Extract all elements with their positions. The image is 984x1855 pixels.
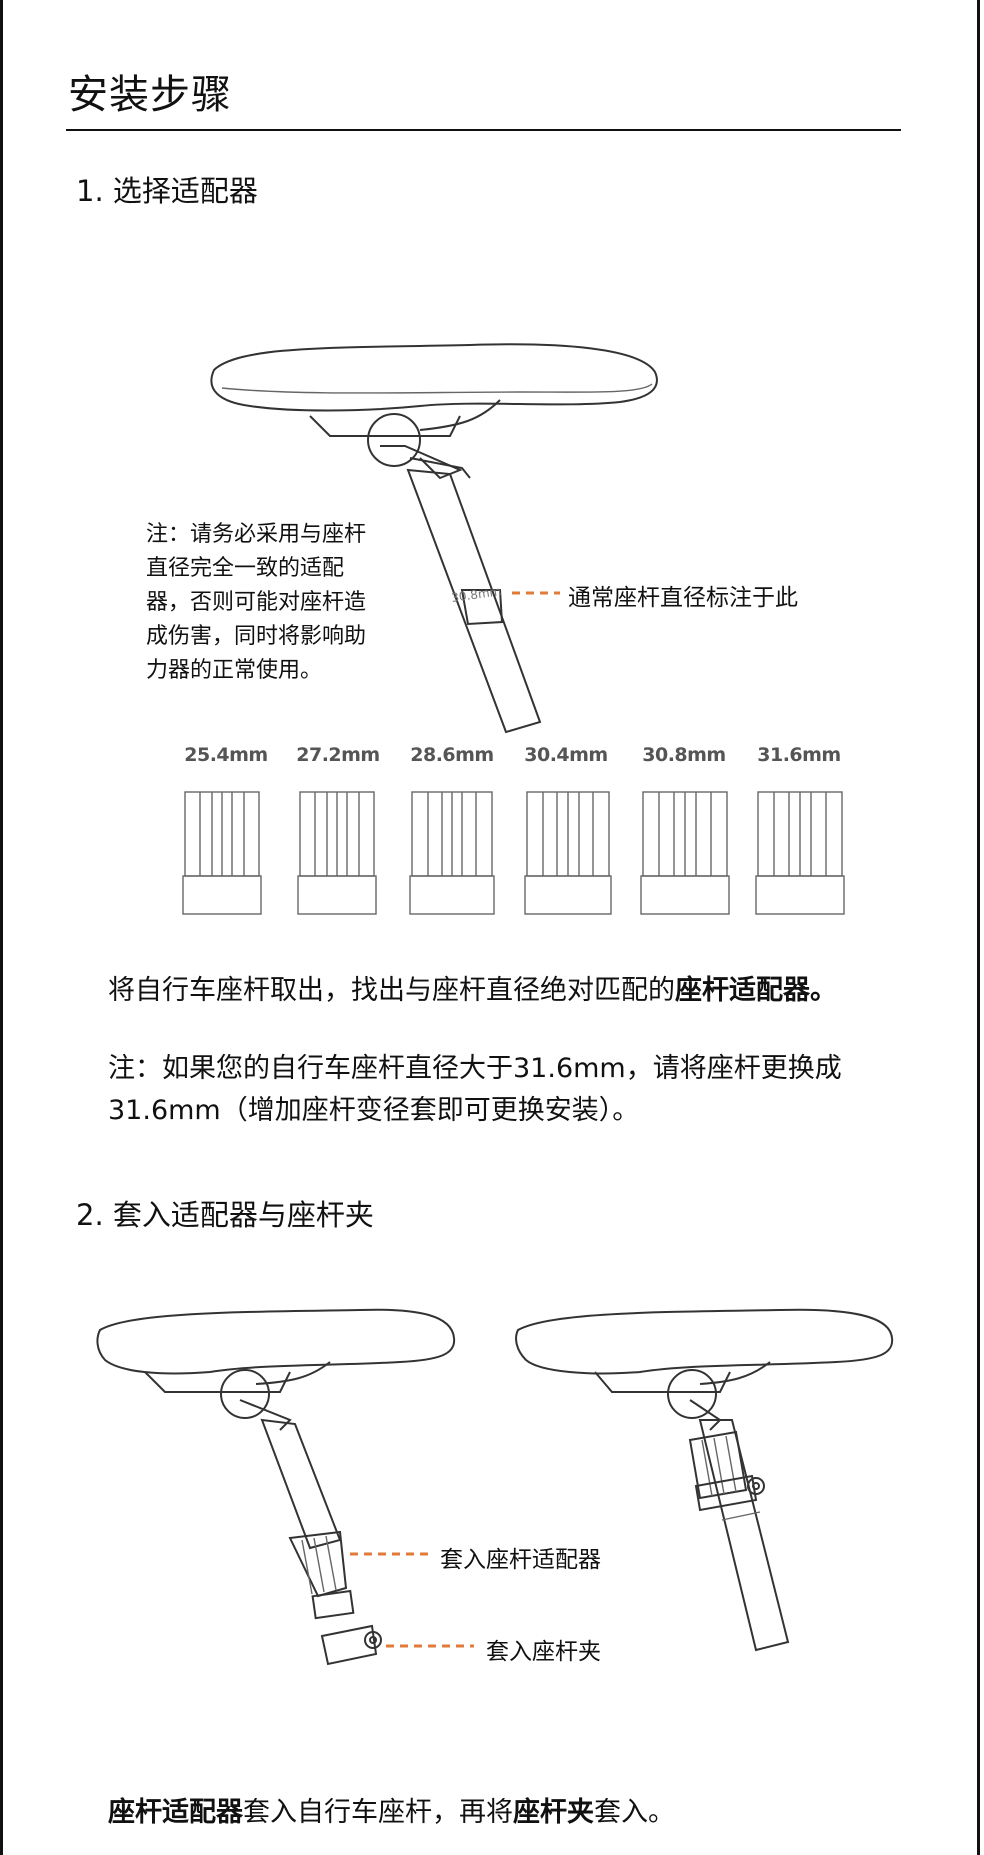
step1-note2: 注：如果您的自行车座杆直径大于31.6mm，请将座杆更换成 31.6mm（增加座… [108, 1048, 842, 1132]
seatpost-marking: 30.8mm [450, 584, 502, 605]
adapter-30-4 [524, 791, 612, 915]
adapter-size-label: 28.6mm [410, 744, 494, 766]
instruction-emphasis: 座杆夹 [513, 1797, 594, 1828]
title-divider [66, 129, 901, 131]
adapter-row [182, 791, 845, 915]
callout-clamp-label: 套入座杆夹 [486, 1639, 601, 1665]
adapter-size-label: 30.4mm [524, 744, 608, 766]
step2-instruction: 座杆适配器套入自行车座杆，再将座杆夹套入。 [108, 1792, 675, 1834]
step2-left-illustration [96, 1308, 474, 1666]
step1-instruction: 将自行车座杆取出，找出与座杆直径绝对匹配的座杆适配器。 [108, 970, 837, 1012]
adapter-size-label: 31.6mm [757, 744, 841, 766]
page-title: 安装步骤 [68, 72, 232, 118]
note-line: 成伤害，同时将影响助 [146, 624, 367, 649]
instruction-text: 套入自行车座杆，再将 [243, 1797, 513, 1828]
adapter-28-6 [409, 791, 495, 915]
note2-line: 31.6mm（增加座杆变径套即可更换安装）。 [108, 1095, 640, 1126]
instruction-emphasis: 座杆适配器。 [675, 975, 837, 1006]
callout-adapter-label: 套入座杆适配器 [440, 1547, 601, 1573]
adapter-25-4 [182, 791, 262, 915]
note2-line: 注：如果您的自行车座杆直径大于31.6mm，请将座杆更换成 [108, 1053, 842, 1084]
step2-heading: 2. 套入适配器与座杆夹 [76, 1198, 374, 1232]
note-line: 直径完全一致的适配 [146, 556, 345, 581]
step1-heading: 1. 选择适配器 [76, 174, 258, 208]
saddle-seatpost-illustration: 30.8mm [210, 343, 658, 734]
instruction-text: 套入。 [594, 1797, 675, 1828]
adapter-size-label: 27.2mm [296, 744, 380, 766]
note-line: 器，否则可能对座杆造 [146, 590, 367, 615]
adapter-size-label: 25.4mm [184, 744, 268, 766]
instruction-emphasis: 座杆适配器 [108, 1797, 243, 1828]
callout-diameter-label: 通常座杆直径标注于此 [568, 585, 798, 611]
adapter-27-2 [297, 791, 377, 915]
step1-note: 注：请务必采用与座杆 直径完全一致的适配 器，否则可能对座杆造 成伤害，同时将影… [146, 518, 396, 688]
adapter-30-8 [640, 791, 730, 915]
step2-right-illustration [515, 1308, 894, 1652]
adapter-size-label: 30.8mm [642, 744, 726, 766]
adapter-31-6 [755, 791, 845, 915]
note-line: 力器的正常使用。 [146, 658, 323, 683]
instruction-text: 将自行车座杆取出，找出与座杆直径绝对匹配的 [108, 975, 675, 1006]
note-line: 注：请务必采用与座杆 [146, 522, 367, 547]
